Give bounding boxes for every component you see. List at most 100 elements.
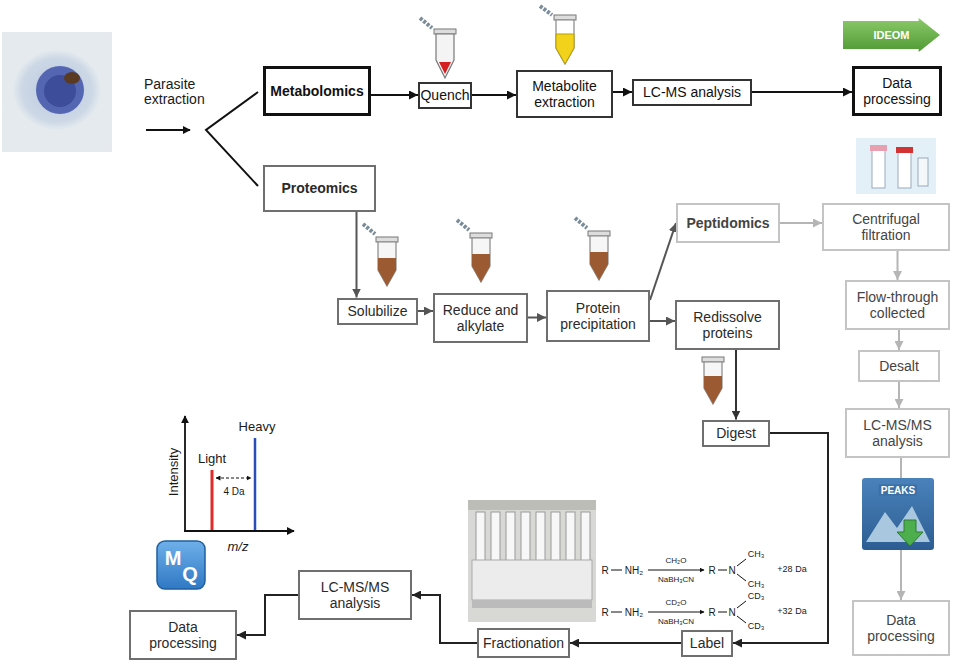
filter-photo bbox=[856, 138, 936, 194]
box-text: Data processing bbox=[859, 612, 943, 644]
process-box: Metabolomics bbox=[263, 66, 371, 116]
light-peak bbox=[211, 470, 214, 530]
reagent: NaBH₃CN bbox=[658, 618, 694, 627]
tube-cap bbox=[376, 237, 398, 242]
tube-sample bbox=[439, 62, 451, 74]
column-tube bbox=[506, 512, 515, 562]
chemical-bond bbox=[737, 601, 746, 608]
split-lines bbox=[206, 92, 258, 186]
column-tube bbox=[521, 512, 530, 562]
chemical-bond bbox=[611, 570, 622, 571]
flow-arrow bbox=[650, 320, 675, 322]
logo-text: PEAKS bbox=[879, 485, 917, 496]
chemical-group: R bbox=[708, 565, 715, 576]
tube-sample bbox=[590, 252, 608, 280]
flow-arrow bbox=[356, 212, 358, 298]
mass-shift-arrow bbox=[216, 477, 251, 478]
process-box: Digest bbox=[702, 420, 770, 447]
process-box: Flow-through collected bbox=[845, 280, 950, 330]
chemical-group: N bbox=[728, 607, 735, 618]
box-text: LC-MS/MS analysis bbox=[305, 579, 405, 611]
box-text: Solubilize bbox=[348, 303, 408, 319]
photo-band bbox=[468, 500, 596, 510]
sample-tube bbox=[472, 238, 490, 282]
process-box: Proteomics bbox=[263, 165, 376, 212]
hemozoin-pigment bbox=[64, 72, 80, 84]
tube-cap bbox=[470, 233, 492, 238]
reaction-arrow bbox=[648, 612, 704, 613]
flow-arrow bbox=[752, 91, 852, 93]
chemical-bond bbox=[737, 559, 746, 566]
box-text: Digest bbox=[716, 425, 756, 441]
box-text: Redissolve proteins bbox=[682, 309, 773, 341]
logo-letter: Q bbox=[182, 563, 198, 585]
box-text: Proteomics bbox=[281, 180, 357, 196]
sample-tube bbox=[704, 362, 722, 404]
pipette bbox=[363, 224, 375, 234]
logo-mountains bbox=[866, 506, 930, 542]
pipette bbox=[540, 6, 552, 15]
chemical-bond bbox=[737, 574, 746, 581]
flow-arrow bbox=[237, 595, 298, 635]
flow-arrow bbox=[570, 642, 681, 644]
reaction-arrow bbox=[648, 570, 704, 571]
flow-arrow bbox=[371, 94, 418, 96]
process-box: Redissolve proteins bbox=[675, 300, 780, 350]
tube-sample bbox=[556, 34, 574, 64]
chemical-group: R bbox=[601, 607, 608, 618]
peak-label: Light bbox=[198, 452, 226, 466]
peak-label: Heavy bbox=[239, 420, 276, 434]
column-tube bbox=[476, 512, 485, 562]
heavy-peak bbox=[254, 438, 257, 530]
download-arrow bbox=[897, 520, 923, 546]
tube-rack bbox=[472, 560, 592, 600]
flow-arrow bbox=[898, 330, 900, 350]
axis-title: Intensity bbox=[167, 448, 181, 496]
flow-arrow bbox=[898, 382, 900, 408]
axis-title: m/z bbox=[228, 540, 249, 554]
filter-cap bbox=[896, 147, 913, 153]
flow-arrow bbox=[780, 222, 822, 224]
tube-sample bbox=[472, 254, 490, 282]
chemical-bond bbox=[737, 616, 746, 623]
mass-shift: +28 Da bbox=[777, 565, 806, 575]
box-text: Fractionation bbox=[483, 635, 564, 651]
chemical-group: CD₃ bbox=[748, 592, 765, 602]
box-text: IDEOM bbox=[873, 29, 909, 42]
tube-cap bbox=[702, 357, 724, 362]
fractionation-photo bbox=[468, 500, 596, 622]
peaks-logo bbox=[862, 478, 934, 550]
process-box: LC-MS/MS analysis bbox=[298, 570, 412, 620]
y-axis bbox=[184, 416, 186, 532]
column-tube bbox=[581, 512, 590, 562]
sample-tube bbox=[556, 20, 574, 64]
reagent: CD₂O bbox=[666, 599, 687, 608]
step-label: Parasite extraction bbox=[144, 77, 216, 108]
x-axis bbox=[184, 530, 294, 532]
process-box: Solubilize bbox=[337, 298, 418, 325]
tube-sample bbox=[704, 376, 722, 404]
maxquant-logo bbox=[157, 541, 205, 589]
box-text: Desalt bbox=[879, 358, 919, 374]
chemical-group: N bbox=[728, 565, 735, 576]
box-text: Metabolite extraction bbox=[523, 78, 606, 110]
logo-letter: M bbox=[165, 547, 182, 569]
chemical-group: R bbox=[708, 607, 715, 618]
chemical-group: NH₂ bbox=[625, 565, 643, 576]
tube-cap bbox=[554, 15, 576, 20]
box-text: Peptidomics bbox=[686, 215, 769, 231]
column-tube bbox=[566, 512, 575, 562]
pipette bbox=[420, 18, 432, 28]
sample-tube bbox=[590, 236, 608, 280]
mass-shift: +32 Da bbox=[777, 607, 806, 617]
flow-arrow bbox=[733, 433, 828, 643]
chemical-bond bbox=[718, 570, 727, 571]
chemical-bond bbox=[718, 612, 727, 613]
filter-unit bbox=[918, 158, 928, 186]
chemical-group: CH₃ bbox=[748, 550, 765, 560]
box-text: Centrifugal filtration bbox=[829, 211, 943, 243]
process-box: Label bbox=[681, 630, 733, 657]
tube-cap bbox=[434, 29, 456, 34]
red-blood-cell bbox=[13, 50, 101, 130]
process-box: Quench bbox=[418, 82, 472, 109]
